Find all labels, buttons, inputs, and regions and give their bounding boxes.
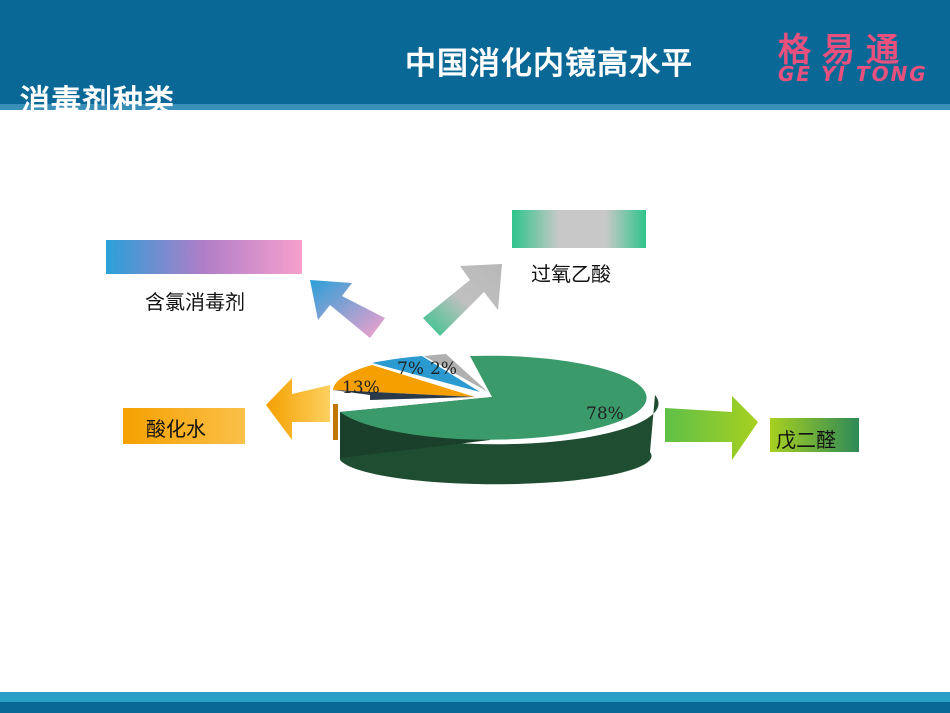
- pct-label-chlorine: 7%: [397, 359, 424, 379]
- header-bar: [0, 0, 950, 104]
- pie-slice-acid-water-side: [333, 404, 338, 440]
- peracetic-color-box: [512, 210, 646, 248]
- pie-slice-glutaraldehyde: [340, 355, 647, 440]
- pie-slice-acid-water-shadow: [333, 390, 475, 400]
- peracetic-arrow: [423, 264, 502, 336]
- pct-label-peracetic: 2%: [430, 359, 457, 379]
- label-peracetic: 过氧乙酸: [531, 262, 611, 286]
- page-title: 中国消化内镜高水平: [405, 46, 693, 82]
- logo-chinese: 格易通: [778, 30, 910, 69]
- pie-slice-peracetic: [424, 354, 488, 392]
- label-acid-water: 酸化水: [146, 417, 206, 441]
- section-title: 消毒剂种类: [20, 84, 175, 110]
- pie-slice-acid-water: [333, 365, 475, 397]
- chlorine-color-box: [106, 240, 302, 274]
- pie-slice-glutaraldehyde-side: [340, 395, 659, 485]
- pie-slice-chlorine: [372, 356, 480, 392]
- acid-water-color-box: [123, 408, 245, 444]
- acid-water-arrow: [266, 378, 330, 440]
- logo-english: GE YI TONG: [778, 62, 928, 86]
- glutaraldehyde-arrow: [665, 396, 758, 460]
- footer-strip-dark: [0, 702, 950, 713]
- footer-strip-light: [0, 692, 950, 702]
- header-strip: [0, 104, 950, 110]
- label-glutaraldehyde: 戊二醛: [776, 428, 836, 452]
- pct-label-acid-water: 13%: [342, 378, 380, 398]
- label-chlorine: 含氯消毒剂: [145, 290, 245, 314]
- pct-label-glutaraldehyde: 78%: [586, 404, 624, 424]
- glutaraldehyde-color-box: [770, 418, 859, 452]
- chlorine-arrow: [310, 280, 385, 338]
